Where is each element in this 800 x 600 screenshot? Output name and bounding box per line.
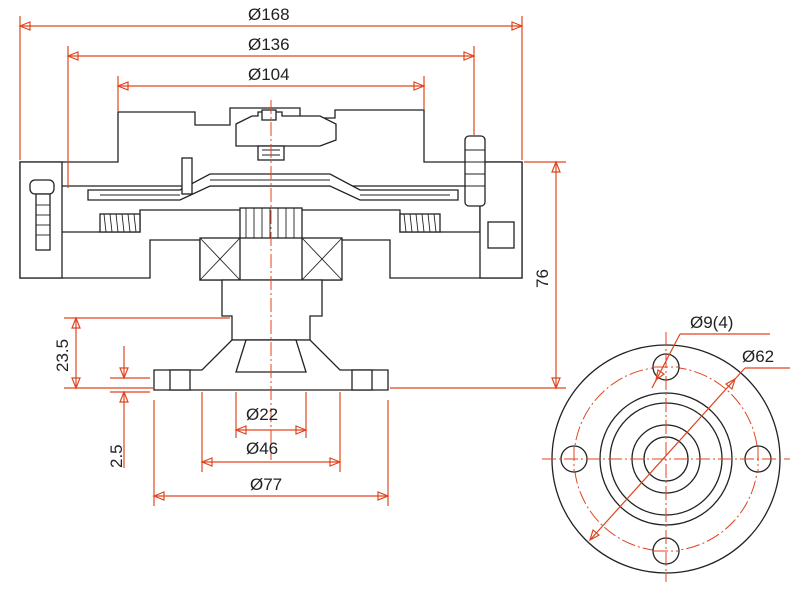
center-cap <box>235 109 337 161</box>
bearing-right <box>301 237 343 281</box>
left-pin <box>181 157 193 195</box>
dim-d168-label: Ø168 <box>248 5 290 24</box>
flange-hole-right <box>351 369 373 391</box>
dim-hole-label: Ø9(4) <box>690 313 733 332</box>
bearing-left <box>199 237 241 281</box>
right-stud <box>464 135 515 249</box>
dim-h76-label: 76 <box>533 269 552 288</box>
left-spring-pack <box>99 213 141 233</box>
dim-h23-5-label: 23.5 <box>53 339 72 372</box>
side-section-view <box>19 100 523 460</box>
dimensions-side: Ø168 Ø136 Ø104 76 23.5 <box>18 5 566 506</box>
dim-pcd-label: Ø62 <box>742 347 774 366</box>
disc-plates <box>87 173 459 201</box>
dim-d46-label: Ø46 <box>246 439 278 458</box>
dim-d136-label: Ø136 <box>248 35 290 54</box>
dim-d77-label: Ø77 <box>250 475 282 494</box>
dim-d104-label: Ø104 <box>248 65 290 84</box>
left-bolt <box>29 179 55 251</box>
flange-hole-left <box>169 369 191 391</box>
right-end-cap <box>479 161 523 279</box>
right-spring-pack <box>399 213 441 233</box>
flange-front-view <box>542 332 790 582</box>
dim-h2-5-label: 2.5 <box>107 444 126 468</box>
dim-d22-label: Ø22 <box>246 405 278 424</box>
dimensions-front: Ø9(4) Ø62 <box>589 313 790 542</box>
hub-neck <box>221 279 323 341</box>
